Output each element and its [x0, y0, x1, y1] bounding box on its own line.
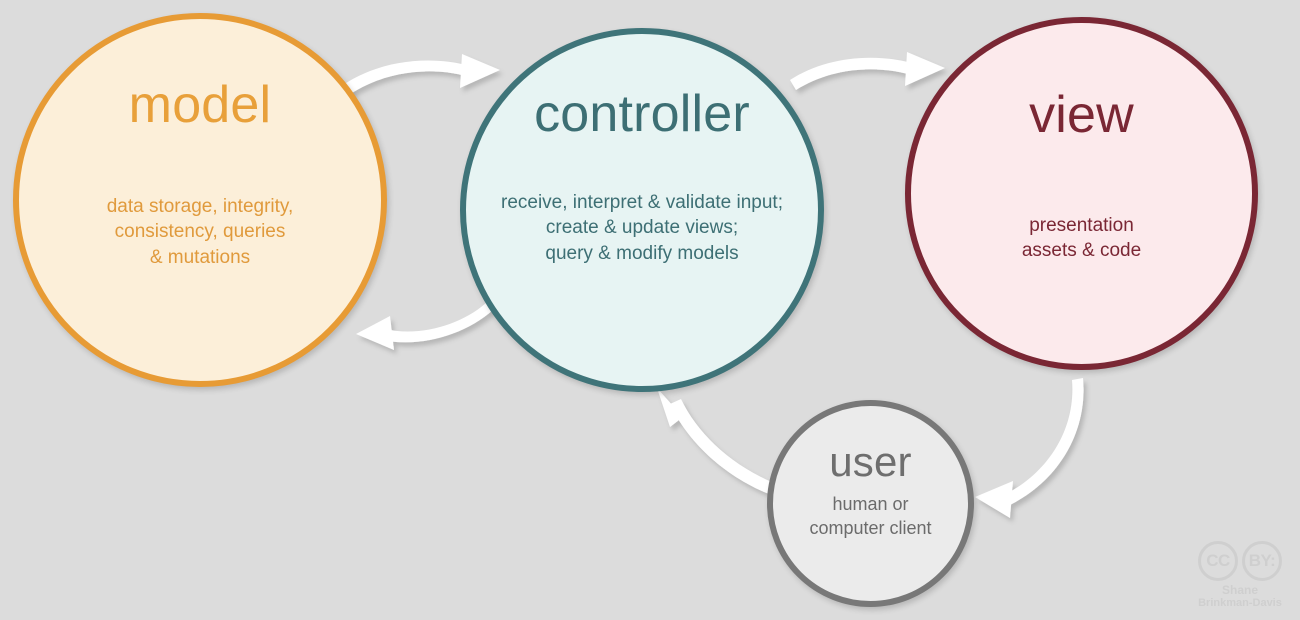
arrow-controller-to-view: [790, 52, 945, 90]
arrow-view-to-user: [975, 378, 1084, 518]
node-controller[interactable]: controller receive, interpret & validate…: [460, 28, 824, 392]
node-view[interactable]: view presentation assets & code: [905, 17, 1258, 370]
node-user[interactable]: user human or computer client: [767, 400, 974, 607]
cc-icon: CC: [1198, 540, 1238, 581]
attribution-text: Shane Brinkman-Davis: [1198, 582, 1282, 610]
attribution-last-name: Brinkman-Davis: [1198, 597, 1282, 610]
arrow-user-to-controller: [657, 388, 782, 497]
node-controller-description: receive, interpret & validate input; cre…: [501, 192, 783, 264]
attribution-first-name: Shane: [1221, 582, 1258, 597]
cc-marks: CC BY:: [1198, 540, 1282, 581]
arrow-controller-to-model: [356, 303, 493, 350]
node-controller-title: controller: [534, 85, 750, 143]
cc-by-icon: BY:: [1242, 540, 1282, 581]
node-view-description: presentation assets & code: [1021, 215, 1142, 262]
node-model-title: model: [128, 76, 272, 134]
creative-commons-badge[interactable]: CC BY: Shane Brinkman-Davis: [1198, 540, 1282, 610]
node-model[interactable]: model data storage, integrity, consisten…: [13, 13, 387, 387]
node-view-title: view: [1029, 86, 1134, 144]
arrow-model-to-controller: [343, 54, 500, 95]
node-model-description: data storage, integrity, consistency, qu…: [106, 196, 294, 268]
node-user-description: human or computer client: [809, 494, 932, 538]
node-user-title: user: [829, 438, 912, 485]
